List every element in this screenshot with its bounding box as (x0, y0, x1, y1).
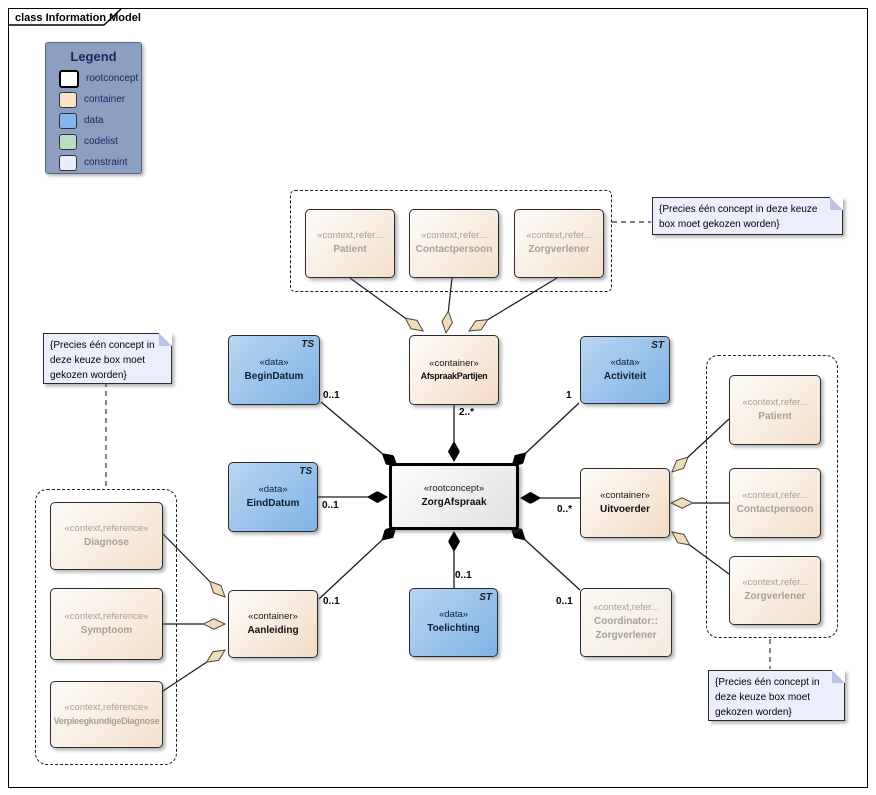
node-begindatum[interactable]: TS «data» BeginDatum (228, 335, 320, 405)
node-name: VerpleegkundigeDiagnose (53, 715, 160, 726)
stereotype: «data» (259, 356, 289, 368)
node-zorgverlener-right[interactable]: «context,refer... Zorgverlener (729, 556, 821, 625)
legend-item-container: container (46, 89, 141, 110)
node-symptoom[interactable]: «context,reference» Symptoom (50, 588, 163, 660)
node-name: Activiteit (603, 370, 647, 382)
legend-label: container (84, 94, 126, 105)
node-name: Zorgverlener (528, 244, 590, 256)
container-swatch (59, 91, 77, 108)
type-tag: ST (479, 592, 492, 603)
node-einddatum[interactable]: TS «data» EindDatum (228, 462, 318, 532)
node-zorgafspraak[interactable]: «rootconcept» ZorgAfspraak (389, 463, 519, 530)
stereotype: «context,refer... (421, 230, 487, 242)
node-diagnose[interactable]: «context,reference» Diagnose (50, 502, 163, 570)
node-verpleegkundigediagnose[interactable]: «context,reference» VerpleegkundigeDiagn… (50, 681, 163, 748)
multiplicity-einddatum: 0..1 (322, 500, 339, 511)
legend: Legend rootconcept container data codeli… (45, 42, 142, 174)
multiplicity-begindatum: 0..1 (323, 390, 340, 401)
note-text: {Precies één concept in deze keuze box m… (659, 204, 818, 230)
node-name: Patient (758, 410, 792, 422)
legend-label: rootconcept (86, 73, 139, 84)
node-name: Zorgverlener (744, 591, 806, 603)
stereotype: «data» (610, 356, 640, 368)
legend-label: data (84, 115, 104, 126)
stereotype: «rootconcept» (423, 483, 485, 495)
stereotype: «container» (600, 489, 650, 501)
node-name: EindDatum (246, 497, 300, 509)
legend-item-data: data (46, 110, 141, 131)
stereotype: «context,refer... (742, 489, 808, 501)
node-name: Contactpersoon (415, 244, 493, 256)
choice-group-uitvoerder[interactable] (706, 355, 838, 638)
node-coordinator-zorgverlener[interactable]: «context,refer... Coordinator:: Zorgverl… (580, 588, 672, 657)
multiplicity-afspraakpartijen: 2..* (459, 407, 475, 418)
node-name-line2: Zorgverlener (595, 630, 657, 642)
node-afspraakpartijen[interactable]: «container» AfspraakPartijen (409, 335, 499, 405)
stereotype: «context,reference» (64, 702, 149, 714)
node-uitvoerder[interactable]: «container» Uitvoerder (580, 468, 670, 538)
node-zorgverlener-top[interactable]: «context,refer... Zorgverlener (514, 209, 604, 278)
stereotype: «container» (429, 357, 479, 369)
node-patient-top[interactable]: «context,refer... Patient (305, 209, 395, 278)
rootconcept-swatch (59, 69, 79, 88)
note-text: {Precies één concept in deze keuze box m… (50, 340, 155, 381)
constraint-note-bottom-right[interactable]: {Precies één concept in deze keuze box m… (708, 670, 845, 721)
stereotype: «context,refer... (526, 230, 592, 242)
data-swatch (59, 112, 77, 129)
codelist-swatch (59, 133, 77, 150)
node-toelichting[interactable]: ST «data» Toelichting (409, 588, 498, 657)
node-name: Diagnose (83, 536, 129, 548)
diagram-frame (8, 8, 868, 788)
node-contactpersoon-top[interactable]: «context,refer... Contactpersoon (409, 209, 499, 278)
node-name: Aanleiding (247, 624, 299, 636)
stereotype: «data» (258, 483, 288, 495)
stereotype: «container» (248, 610, 298, 622)
legend-title: Legend (70, 49, 117, 64)
type-tag: ST (651, 340, 664, 351)
choice-group-afspraakpartijen[interactable] (290, 190, 612, 292)
stereotype: «context,refer... (742, 577, 808, 589)
node-patient-right[interactable]: «context,refer... Patient (729, 375, 821, 445)
node-name: Contactpersoon (736, 503, 814, 515)
multiplicity-aanleiding: 0..1 (323, 596, 340, 607)
multiplicity-toelichting: 0..1 (455, 570, 472, 581)
constraint-note-top-right[interactable]: {Precies één concept in deze keuze box m… (652, 197, 843, 235)
diagram-title: class Information Model (15, 12, 141, 24)
constraint-swatch (59, 154, 77, 171)
stereotype: «context,refer... (742, 396, 808, 408)
multiplicity-coordinator: 0..1 (556, 596, 573, 607)
node-aanleiding[interactable]: «container» Aanleiding (228, 590, 318, 658)
legend-label: codelist (84, 136, 118, 147)
node-contactpersoon-right[interactable]: «context,refer... Contactpersoon (729, 468, 821, 538)
node-name: Uitvoerder (599, 503, 650, 515)
legend-item-rootconcept: rootconcept (46, 68, 141, 89)
stereotype: «context,refer... (593, 602, 659, 614)
node-name: Patient (333, 244, 367, 256)
legend-label: constraint (84, 157, 128, 168)
node-name: BeginDatum (244, 370, 304, 382)
stereotype: «context,refer... (317, 230, 383, 242)
stereotype: «context,reference» (64, 610, 149, 622)
legend-item-codelist: codelist (46, 131, 141, 152)
node-activiteit[interactable]: ST «data» Activiteit (580, 336, 670, 404)
multiplicity-activiteit: 1 (566, 390, 572, 401)
node-name: AfspraakPartijen (420, 371, 488, 382)
node-name: Symptoom (80, 624, 133, 636)
stereotype: «data» (438, 609, 469, 621)
choice-group-aanleiding[interactable] (35, 489, 177, 765)
note-text: {Precies één concept in deze keuze box m… (715, 677, 820, 718)
node-name: Toelichting (427, 623, 480, 635)
legend-item-constraint: constraint (46, 152, 141, 173)
stereotype: «context,reference» (64, 522, 149, 534)
node-name: Coordinator:: (594, 615, 658, 627)
node-name: ZorgAfspraak (421, 497, 487, 509)
multiplicity-uitvoerder: 0..* (557, 504, 573, 515)
type-tag: TS (301, 339, 314, 350)
constraint-note-left[interactable]: {Precies één concept in deze keuze box m… (43, 333, 172, 384)
type-tag: TS (299, 466, 312, 477)
